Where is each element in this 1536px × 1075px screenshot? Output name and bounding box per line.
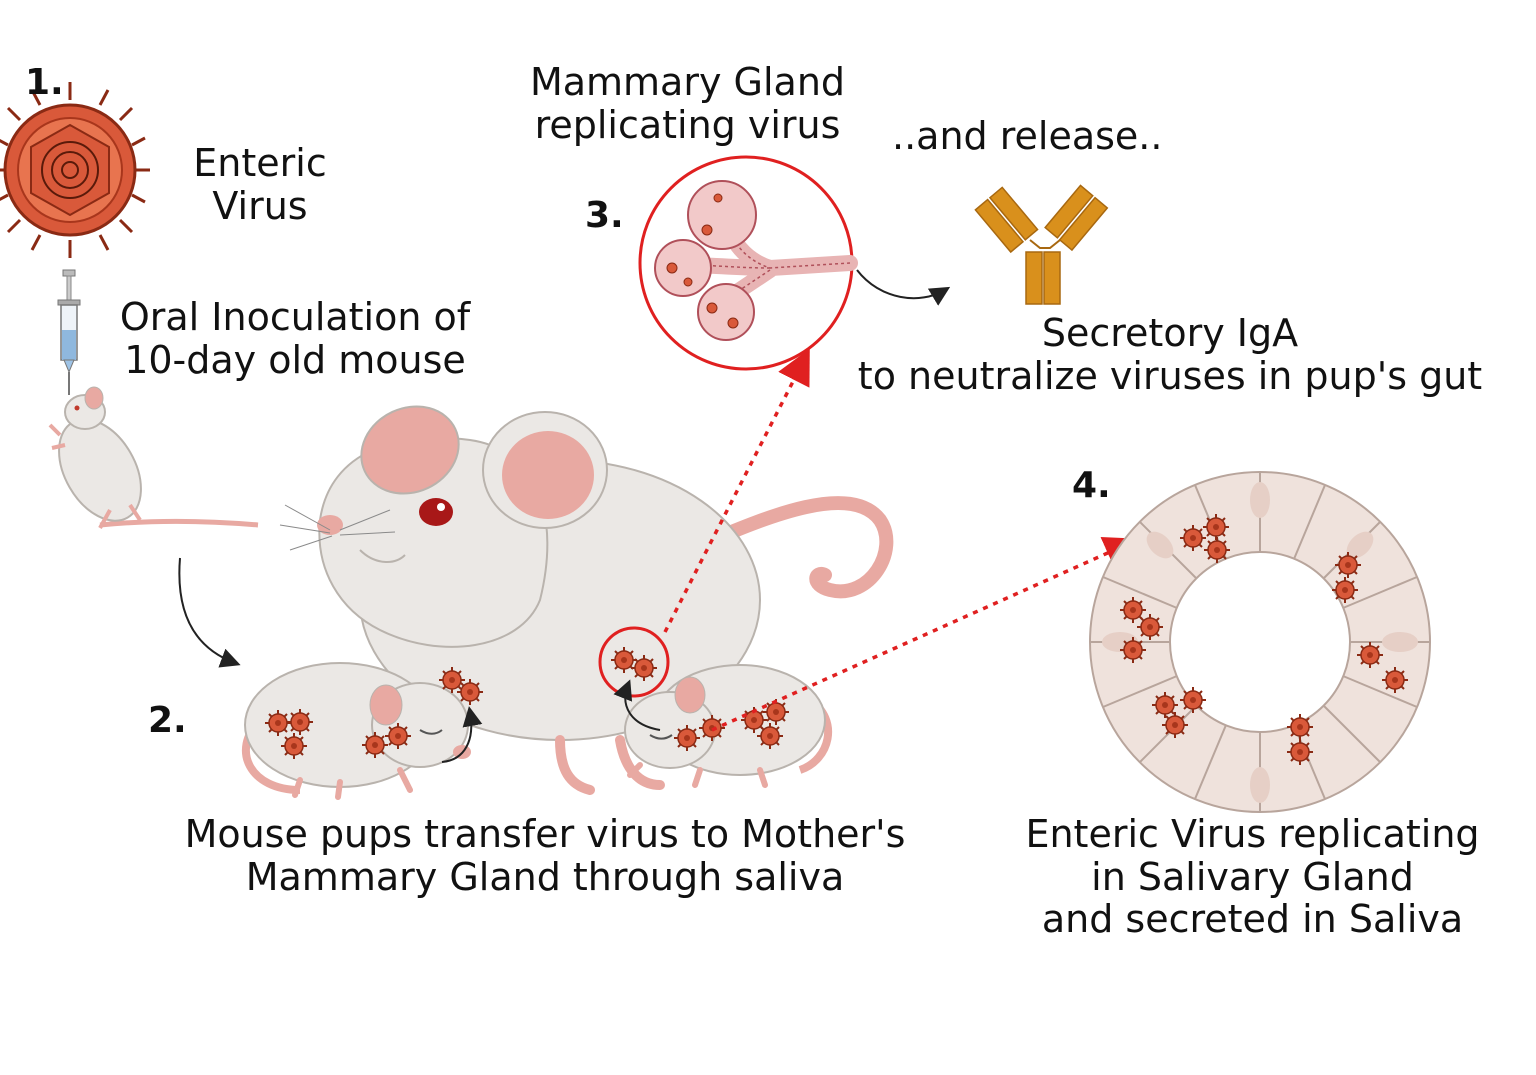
iga-line1: Secretory IgA [1041,311,1299,355]
mammary-gland-label: Mammary Gland replicating virus [490,61,885,146]
enteric-virus-icon [0,82,150,258]
oral-inoculation-line2: 10-day old mouse [124,337,466,382]
iga-line2: to neutralize viruses in pup's gut [857,353,1483,398]
mammary-line1: Mammary Gland [529,60,846,104]
arrow-to-pups [178,557,241,668]
pups-line2: Mammary Gland through saliva [245,854,845,899]
arrow-to-antibody [856,269,951,306]
mammary-gland-zoom [638,155,858,371]
salivary-line1: Enteric Virus replicating [1025,812,1480,856]
enteric-virus-line1: Enteric [193,141,327,185]
step-3-number: 3. [585,195,624,236]
step-4-number: 4. [1072,465,1111,506]
pups-line1: Mouse pups transfer virus to Mother's [184,812,906,856]
zoom-arrow-salivary [711,537,1140,732]
step-1-number: 1. [25,62,64,103]
salivary-line3: and secreted in Saliva [1041,897,1464,942]
mammary-line2: replicating virus [534,102,841,147]
mother-tail [693,496,894,599]
mammary-highlight-circle [598,626,670,698]
secretory-iga-label: Secretory IgA to neutralize viruses in p… [815,312,1525,397]
saliva-arrow-left [441,706,483,763]
antibody-icon [974,184,1109,305]
enteric-virus-label: Enteric Virus [180,142,340,227]
enteric-virus-line2: Virus [212,183,308,228]
oral-inoculation-label: Oral Inoculation of 10-day old mouse [95,296,495,381]
and-release-label: ..and release.. [892,114,1163,158]
salivary-gland-label: Enteric Virus replicating in Salivary Gl… [990,813,1515,941]
salivary-line2: in Salivary Gland [1091,854,1414,899]
step-2-number: 2. [148,700,187,741]
zoom-arrow-mammary [663,348,810,633]
inoculated-mouse-icon [48,386,259,529]
saliva-arrow-right [613,679,661,731]
left-pup-icon [241,662,471,800]
pups-transfer-label: Mouse pups transfer virus to Mother's Ma… [130,813,960,898]
syringe-icon [57,269,81,395]
right-pup-icon [624,664,832,788]
oral-inoculation-line1: Oral Inoculation of [119,295,471,339]
